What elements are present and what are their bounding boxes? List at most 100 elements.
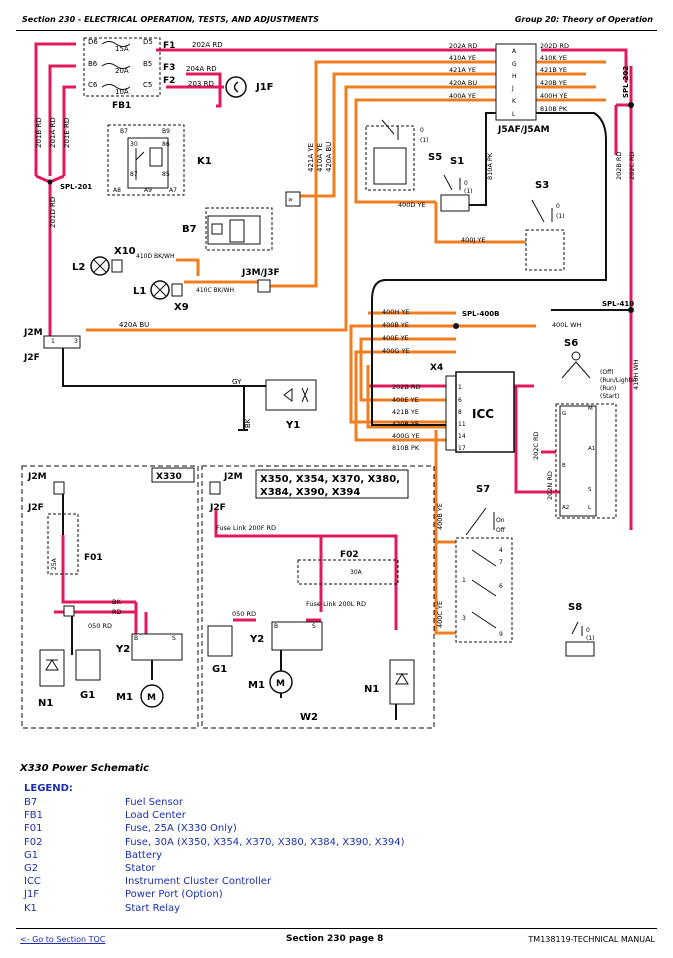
wire-gy-label: GY bbox=[232, 378, 242, 386]
j2f-mid-label: J2F bbox=[209, 503, 226, 513]
y2-s-left: S bbox=[172, 635, 176, 642]
wire-rd-bottom: RD bbox=[112, 608, 122, 616]
svg-text:(1): (1) bbox=[420, 137, 429, 144]
s6-pin-s: S bbox=[588, 487, 592, 493]
legend-title: LEGEND: bbox=[24, 783, 73, 794]
wire-202a-label: 202A RD bbox=[192, 41, 223, 49]
legend-value: Instrument Cluster Controller bbox=[125, 876, 272, 888]
j2m-mid-label: J2M bbox=[223, 472, 243, 482]
svg-text:(1): (1) bbox=[586, 635, 595, 642]
k1-pin-a8: A8 bbox=[113, 187, 121, 194]
wire-810a-label: 810A PK bbox=[486, 152, 494, 180]
svg-text:M: M bbox=[276, 679, 285, 689]
s6-pos-start: (Start) bbox=[600, 393, 619, 400]
conn-left-0: 202A RD bbox=[449, 42, 477, 50]
k1-pin-86: 86 bbox=[162, 141, 170, 148]
s1-label: S1 bbox=[450, 156, 464, 167]
wire-400b-ye-label: 400B YE bbox=[436, 503, 444, 530]
legend-key: G2 bbox=[24, 862, 39, 874]
wire-202b-label: 202B RD bbox=[615, 152, 623, 180]
k1-pin-a9: A9 bbox=[144, 187, 152, 194]
k1-pin-b7: B7 bbox=[120, 128, 128, 135]
l1-label: L1 bbox=[133, 286, 146, 297]
j5-pin-j: J bbox=[511, 85, 514, 92]
f02-label: F02 bbox=[340, 550, 359, 560]
wire-050-left: 050 RD bbox=[88, 622, 112, 630]
section-toc-link[interactable]: <- Go to Section TOC bbox=[20, 935, 106, 944]
s7-pin-3: 3 bbox=[462, 615, 466, 622]
legend-value: Load Center bbox=[125, 810, 186, 822]
fb1-label: FB1 bbox=[112, 101, 131, 111]
svg-text:M: M bbox=[147, 693, 156, 703]
legend-value: Battery bbox=[125, 849, 163, 861]
wire-420a-label: 420A BU bbox=[325, 142, 333, 172]
y2-b-left: B bbox=[134, 635, 138, 642]
conn-left-2: 421A YE bbox=[449, 66, 476, 74]
s6-pin-g: G bbox=[562, 411, 566, 417]
legend-item: ICC Instrument Cluster Controller bbox=[24, 876, 624, 889]
x4-pin-8: 8 bbox=[458, 409, 462, 416]
s6-pin-b: B bbox=[562, 463, 566, 469]
s8-label: S8 bbox=[568, 602, 582, 613]
n1-mid-label: N1 bbox=[364, 684, 379, 695]
switch-s8: S8 0 (1) bbox=[565, 602, 595, 657]
load-center-fb1: D6 B6 C6 D5 B5 C5 15A 20A 10A F1 F3 F2 F… bbox=[83, 37, 175, 111]
legend-item: B7 Fuel Sensor bbox=[24, 797, 624, 810]
legend-key: G1 bbox=[24, 849, 39, 861]
legend-value: Fuse, 25A (X330 Only) bbox=[125, 823, 237, 835]
lamp-l1: L1 X9 bbox=[133, 280, 189, 313]
k1-pin-a7: A7 bbox=[169, 187, 177, 194]
x330-label: X330 bbox=[156, 472, 182, 482]
m1-mid-label: M1 bbox=[248, 680, 265, 691]
wire-410d-label: 410D BK/WH bbox=[136, 253, 175, 260]
x4-pin-14: 14 bbox=[458, 433, 466, 440]
icc-label: ICC bbox=[472, 407, 494, 421]
y2-left-label: Y2 bbox=[115, 644, 130, 655]
conn-right-5: 810B PK bbox=[540, 105, 568, 113]
legend-key: J1F bbox=[24, 889, 40, 901]
svg-text:»: » bbox=[288, 195, 293, 204]
power-port-j1f bbox=[225, 76, 247, 98]
x4-pin-1: 1 bbox=[458, 384, 462, 391]
fuse-amp-15a: 15A bbox=[115, 45, 129, 53]
models-line-2: X384, X390, X394 bbox=[260, 487, 360, 498]
fuse-pin-d5: D5 bbox=[143, 38, 153, 46]
x350-panel: X350, X354, X370, X380, X384, X390, X394… bbox=[201, 465, 435, 729]
s6-pin-a2: A2 bbox=[562, 505, 569, 511]
legend-value: Fuse, 30A (X350, X354, X370, X380, X384,… bbox=[125, 836, 405, 848]
svg-text:0: 0 bbox=[556, 203, 560, 210]
x330-panel: X330 J2M J2F 25A F01 BK RD 050 RD N1 G1 … bbox=[21, 465, 199, 729]
x4-pin-17: 17 bbox=[458, 445, 466, 452]
legend-value: Start Relay bbox=[125, 902, 181, 914]
fuse-amp-20a: 20A bbox=[115, 67, 129, 75]
legend-value: Fuel Sensor bbox=[125, 797, 183, 808]
fuse-pin-d6: D6 bbox=[88, 38, 98, 46]
f02-amp: 30A bbox=[350, 569, 363, 576]
legend-key: ICC bbox=[24, 876, 41, 888]
w400-list-1: 400B YE bbox=[382, 321, 409, 329]
page-number: Section 230 page 8 bbox=[286, 934, 384, 944]
fuse-pin-b6: B6 bbox=[88, 60, 98, 68]
fuel-sensor-b7: » B7 bbox=[182, 191, 301, 251]
j2m-label: J2M bbox=[23, 328, 43, 338]
x4-pin-11: 11 bbox=[458, 421, 466, 428]
s7-on: On bbox=[496, 517, 505, 524]
switch-s7: S7 On Off 4 7 6 1 3 9 bbox=[455, 484, 513, 643]
s5-label: S5 bbox=[428, 152, 442, 163]
j5-label: J5AF/J5AM bbox=[497, 125, 550, 135]
wire-400j-label: 400J YE bbox=[461, 236, 485, 244]
f01-label: F01 bbox=[84, 553, 103, 563]
wire-201b-label: 201B RD bbox=[35, 117, 43, 148]
svg-text:0: 0 bbox=[464, 180, 468, 187]
s7-pin-7: 7 bbox=[499, 559, 503, 566]
s7-pin-4: 4 bbox=[499, 547, 503, 554]
legend-key: B7 bbox=[24, 797, 38, 808]
models-line-1: X350, X354, X370, X380, bbox=[260, 474, 400, 485]
lamp-l2: L2 X10 bbox=[72, 246, 136, 276]
x4-wire-1: 400E YE bbox=[392, 396, 419, 404]
legend-key: FB1 bbox=[24, 810, 43, 822]
